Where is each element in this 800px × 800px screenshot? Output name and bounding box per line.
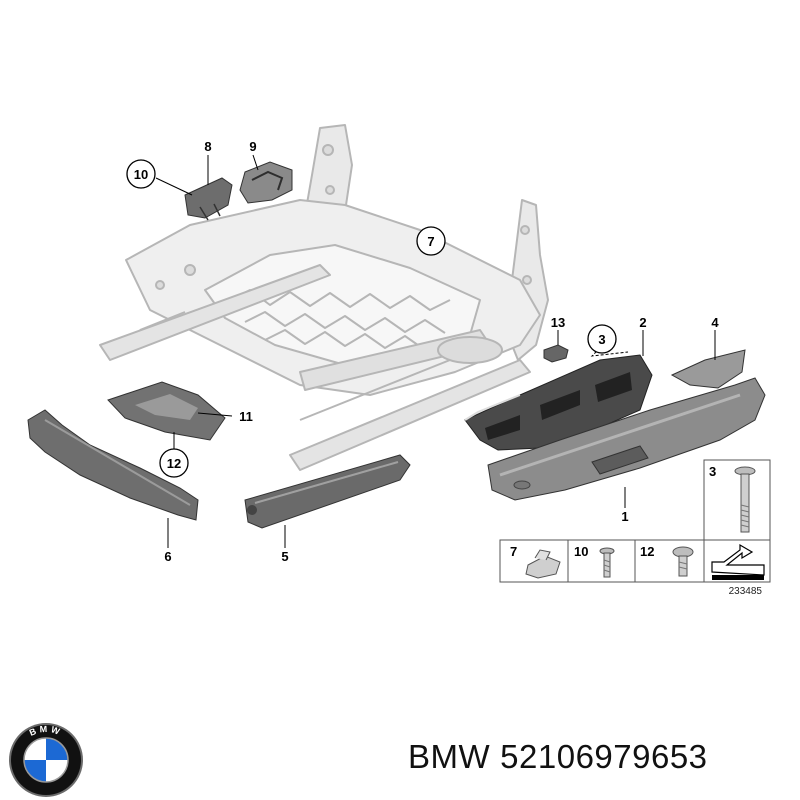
part-2-carrier	[464, 330, 653, 451]
callout-8: 8	[204, 139, 211, 154]
callout-1: 1	[621, 509, 628, 524]
diagram-reference-number: 233485	[729, 586, 763, 597]
legend-label-10: 10	[574, 544, 588, 559]
callout-3: 3	[598, 332, 605, 347]
part-4-cover	[670, 330, 746, 389]
callout-4: 4	[711, 315, 719, 330]
callouts: 10 8 9 7 13 3 2 4 11 12 1 6 5	[126, 139, 719, 564]
part-8-bracket	[155, 155, 233, 221]
callout-11: 11	[239, 409, 253, 424]
callout-5: 5	[281, 549, 288, 564]
callout-7: 7	[427, 234, 434, 249]
callout-2: 2	[639, 315, 646, 330]
legend-label-12: 12	[640, 544, 654, 559]
part-5-rail-cover	[244, 454, 411, 548]
callout-12: 12	[167, 456, 181, 471]
logo-letters: BMW	[28, 724, 61, 738]
screw-icon	[599, 547, 615, 578]
part-11-tray	[107, 381, 233, 450]
callout-10: 10	[134, 167, 148, 182]
part-6-trim	[27, 409, 199, 548]
part-number: 52106979653	[500, 738, 708, 775]
bolt-icon	[734, 466, 756, 533]
clip-nut-icon	[525, 549, 561, 579]
legend-label-7: 7	[510, 544, 517, 559]
arrow-symbol-icon	[711, 543, 765, 580]
part-13-clip	[543, 330, 569, 363]
bmw-roundel-icon: BMW	[9, 723, 83, 797]
hardware-legend: 3 7 10 12 23	[499, 459, 771, 597]
callout-9: 9	[249, 139, 256, 154]
brand-name: BMW	[408, 738, 491, 775]
seat-frame	[99, 124, 549, 471]
part-9-cover	[239, 154, 293, 204]
legend-label-3: 3	[709, 464, 716, 479]
callout-13: 13	[551, 315, 565, 330]
callout-6: 6	[164, 549, 171, 564]
torx-screw-icon	[672, 546, 694, 577]
svg-text:BMW: BMW	[28, 724, 64, 738]
part-1-side-cover	[487, 377, 766, 508]
